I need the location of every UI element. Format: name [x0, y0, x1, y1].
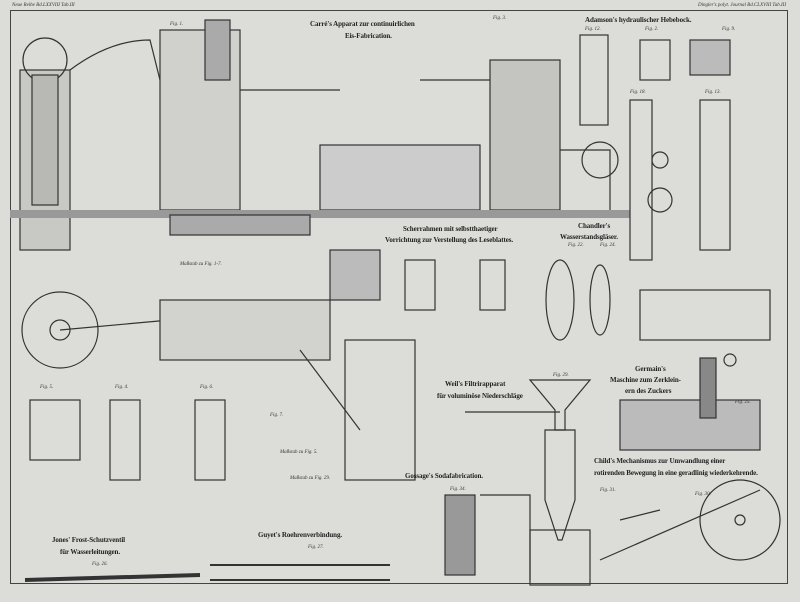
fig-label: Fig. 12. [585, 27, 601, 32]
title-chandler-2: Wasserstandsgläser. [560, 233, 618, 241]
fig-label: Fig. 29. [553, 373, 569, 378]
carre-apparatus [10, 19, 630, 251]
fig-label: Fig. 25. [735, 400, 751, 405]
title-carre-2: Eis-Fabrication. [345, 32, 392, 40]
title-child-2: rotirenden Bewegung in eine geradlinig w… [594, 469, 758, 477]
fig-label: Fig. 13. [705, 90, 721, 95]
scale-label: Maßstab zu Fig. 5. [280, 450, 318, 455]
plate-border [10, 10, 788, 584]
header-right: Dingler's polyt. Journal Bd.CLXVIII Tab.… [698, 3, 786, 8]
chandler-gauges [404, 259, 771, 341]
fig-label: Fig. 18. [630, 90, 646, 95]
title-jones-1: Jones' Frost-Schutzventil [52, 536, 126, 544]
fig-label: Fig. 24. [600, 243, 616, 248]
title-chandler-1: Chandler's [578, 222, 611, 230]
fig-label: Fig. 4. [115, 385, 129, 390]
fig-label: Fig. 27. [308, 545, 324, 550]
title-child-1: Child's Mechanismus zur Umwandlung einer [594, 457, 726, 465]
fig-label: Fig. 5. [40, 385, 54, 390]
title-carre-1: Carré's Apparat zur continuirlichen [310, 20, 415, 28]
fig-label: Fig. 3. [493, 16, 507, 21]
header-left: Neue Reihe Bd.LXXVIII Tab.III [12, 3, 75, 8]
jones-valve [24, 399, 390, 582]
scherrahmen-frame [21, 249, 416, 481]
title-weil-2: für voluminöse Niederschläge [437, 392, 523, 400]
adamson-jack [579, 34, 731, 261]
title-adamson: Adamson's hydraulischer Hebebock. [585, 16, 692, 24]
scale-label: Maßstab zu Fig. 29. [290, 476, 331, 481]
title-guyet: Guyet's Roehrenverbindung. [258, 531, 343, 539]
scale-label: Maßstab zu Fig. 1-7. [180, 262, 222, 267]
fig-label: Fig. 2. [645, 27, 659, 32]
fig-label: Fig. 31. [600, 488, 616, 493]
germain-machine [619, 353, 761, 451]
fig-label: Fig. 34. [450, 487, 466, 492]
child-mechanism [599, 479, 781, 561]
title-gossage: Gossage's Sodafabrication. [405, 472, 483, 480]
weil-filter [465, 379, 592, 586]
fig-label: Fig. 30. [695, 492, 711, 497]
title-germain-3: ern des Zuckers [625, 387, 672, 395]
fig-label: Fig. 1. [170, 22, 184, 27]
fig-label: Fig. 22. [568, 243, 584, 248]
title-scherrahmen-2: Vorrichtung zur Verstellung des Leseblat… [385, 236, 514, 244]
fig-label: Fig. 9. [722, 27, 736, 32]
fig-label: Fig. 7. [270, 413, 284, 418]
title-scherrahmen-1: Scherrahmen mit selbstthaetiger [403, 225, 498, 233]
fig-label: Fig. 6. [200, 385, 214, 390]
title-germain-1: Germain's [635, 365, 666, 373]
title-jones-2: für Wasserleitungen. [60, 548, 120, 556]
gossage-soda [444, 494, 531, 580]
title-germain-2: Maschine zum Zerklein- [610, 376, 681, 384]
fig-label: Fig. 26. [92, 562, 108, 567]
title-weil-1: Weil's Filtrirapparat [445, 380, 506, 388]
